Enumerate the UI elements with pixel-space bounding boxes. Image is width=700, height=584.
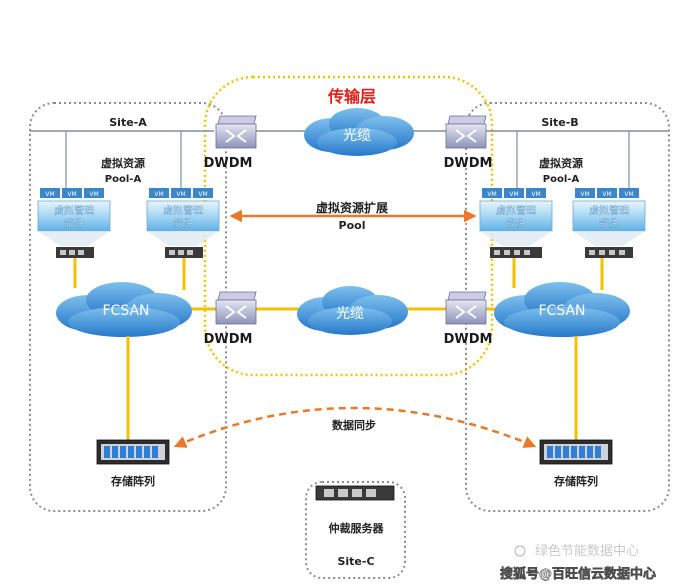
vm-chip-label: VM xyxy=(176,191,185,198)
dwdm-label-top-right: DWDM xyxy=(444,156,493,171)
arbitration-server-label: 仲裁服务器 xyxy=(329,521,385,535)
server-port xyxy=(524,250,530,255)
server-port xyxy=(178,250,184,255)
vm-chip-label: VM xyxy=(67,191,76,198)
vm-manager-line2: 软件 xyxy=(173,217,193,230)
vm-chip-row: VM VM VM xyxy=(149,188,213,198)
watermark-line2: 搜狐号@百旺信云数据中心 xyxy=(500,566,656,582)
dwdm-label-bottom-right: DWDM xyxy=(444,332,493,347)
fcsan-label-site-b: FCSAN xyxy=(538,303,585,319)
server-port xyxy=(609,250,615,255)
vm-chip-row: VM VM VM xyxy=(575,188,639,198)
server-port xyxy=(619,250,625,255)
data-sync-arrow xyxy=(173,406,537,448)
site-b-vm-stack-left: VM VM VM 虚拟管理 软件 xyxy=(479,188,553,258)
vm-manager-line2: 软件 xyxy=(506,217,526,230)
dwdm-device-top-right xyxy=(445,115,487,149)
site-a-pool-line2: Pool-A xyxy=(105,174,142,185)
fcsan-cloud-site-a: FCSAN xyxy=(56,282,192,337)
vm-manager-box xyxy=(572,200,646,232)
arbitration-server xyxy=(315,485,395,501)
server-port xyxy=(494,250,500,255)
storage-label-site-b: 存储阵列 xyxy=(554,474,598,488)
dwdm-device-bottom-right xyxy=(445,291,487,325)
vm-chip-label: VM xyxy=(487,191,496,198)
vm-manager-line1: 虚拟管理 xyxy=(496,204,536,217)
vm-chip-row: VM VM VM xyxy=(40,188,104,198)
dwdm-device-bottom-left xyxy=(215,291,257,325)
wechat-icon xyxy=(514,545,526,557)
watermark: 绿色节能数据中心 搜狐号@百旺信云数据中心 xyxy=(500,543,657,582)
vm-chip-label: VM xyxy=(624,191,633,198)
vm-chip-label: VM xyxy=(531,191,540,198)
site-a-label: Site-A xyxy=(109,116,147,129)
vm-chip-label: VM xyxy=(580,191,589,198)
vm-chip-label: VM xyxy=(45,191,54,198)
vm-manager-line1: 虚拟管理 xyxy=(54,204,94,217)
server-port xyxy=(187,250,193,255)
vm-manager-line1: 虚拟管理 xyxy=(163,204,203,217)
site-b-pool-line2: Pool-A xyxy=(543,174,580,185)
server-port xyxy=(504,250,510,255)
vm-chip-row: VM VM VM xyxy=(482,188,546,198)
site-b-pool-line1: 虚拟资源 xyxy=(539,156,583,170)
transport-layer-title: 传输层 xyxy=(327,87,376,106)
server-port xyxy=(78,250,84,255)
vm-chip-label: VM xyxy=(89,191,98,198)
server-port xyxy=(514,250,520,255)
vm-manager-funnel xyxy=(147,231,219,246)
server-port xyxy=(169,250,175,255)
data-sync-label: 数据同步 xyxy=(332,418,376,432)
fcsan-cloud-site-b: FCSAN xyxy=(494,282,630,337)
vm-manager-funnel xyxy=(573,231,645,246)
cable-cloud-top: 光缆 xyxy=(304,108,414,156)
server-port xyxy=(589,250,595,255)
vm-manager-line2: 软件 xyxy=(599,217,619,230)
site-b-label: Site-B xyxy=(541,116,578,129)
cable-cloud-bottom: 光缆 xyxy=(297,286,408,335)
dwdm-device-top-left xyxy=(215,115,257,149)
storage-array-site-a xyxy=(96,439,170,465)
vm-manager-line1: 虚拟管理 xyxy=(589,204,629,217)
fcsan-label-site-a: FCSAN xyxy=(102,303,149,319)
site-c-label: Site-C xyxy=(337,555,374,568)
vm-chip-label: VM xyxy=(509,191,518,198)
expansion-label-line1: 虚拟资源扩展 xyxy=(316,200,388,215)
expansion-label-line2: Pool xyxy=(339,219,366,232)
server-port xyxy=(69,250,75,255)
site-a-pool-line1: 虚拟资源 xyxy=(101,156,145,170)
site-a-vm-stack-left: VM VM VM 虚拟管理 软件 xyxy=(37,188,111,258)
vm-manager-funnel xyxy=(38,231,110,246)
site-b-vm-stack-right: VM VM VM 虚拟管理 软件 xyxy=(572,188,646,258)
storage-label-site-a: 存储阵列 xyxy=(111,474,155,488)
site-a-vm-stack-right: VM VM VM 虚拟管理 软件 xyxy=(146,188,220,258)
vm-chip-label: VM xyxy=(602,191,611,198)
vm-manager-box xyxy=(479,200,553,232)
vm-chip-label: VM xyxy=(154,191,163,198)
storage-array-site-b xyxy=(539,439,613,465)
vm-chip-label: VM xyxy=(198,191,207,198)
vm-manager-box xyxy=(146,200,220,232)
server-port xyxy=(599,250,605,255)
vm-manager-line2: 软件 xyxy=(64,217,84,230)
dwdm-label-bottom-left: DWDM xyxy=(204,332,253,347)
cable-label-bottom: 光缆 xyxy=(336,306,364,322)
vm-manager-funnel xyxy=(480,231,552,246)
cable-label-top: 光缆 xyxy=(343,128,371,144)
dwdm-label-top-left: DWDM xyxy=(204,156,253,171)
watermark-line1: 绿色节能数据中心 xyxy=(535,543,639,559)
server-port xyxy=(60,250,66,255)
